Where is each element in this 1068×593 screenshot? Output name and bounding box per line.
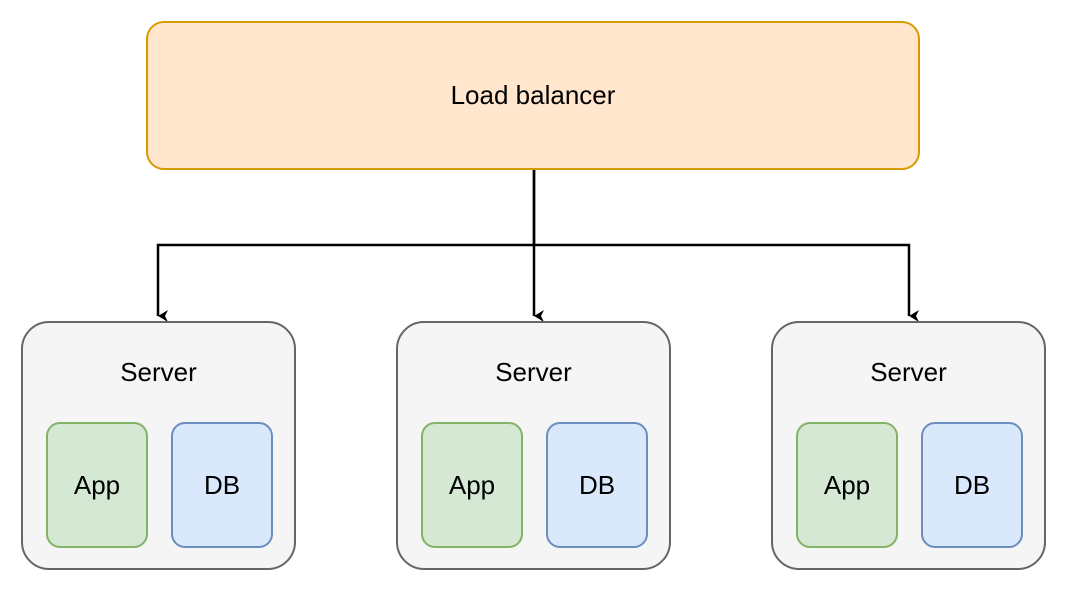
server-label: Server [870, 357, 947, 387]
server-node-2[interactable]: Server App DB [396, 321, 671, 570]
server-node-1[interactable]: Server App DB [21, 321, 296, 570]
server-node-3[interactable]: Server App DB [771, 321, 1046, 570]
app-node[interactable]: App [796, 422, 898, 548]
edge-lb-to-server-1 [156, 170, 536, 322]
db-node[interactable]: DB [546, 422, 648, 548]
app-label: App [823, 469, 871, 500]
app-label: App [73, 469, 121, 500]
db-node[interactable]: DB [921, 422, 1023, 548]
db-label: DB [578, 469, 616, 500]
load-balancer-node[interactable]: Load balancer [146, 21, 920, 170]
edge-lb-to-server-3 [534, 243, 919, 322]
load-balancer-label: Load balancer [450, 80, 616, 110]
app-label: App [448, 469, 496, 500]
server-label: Server [495, 357, 572, 387]
db-node[interactable]: DB [171, 422, 273, 548]
app-node[interactable]: App [421, 422, 523, 548]
app-node[interactable]: App [46, 422, 148, 548]
db-label: DB [953, 469, 991, 500]
db-label: DB [203, 469, 241, 500]
server-label: Server [120, 357, 197, 387]
